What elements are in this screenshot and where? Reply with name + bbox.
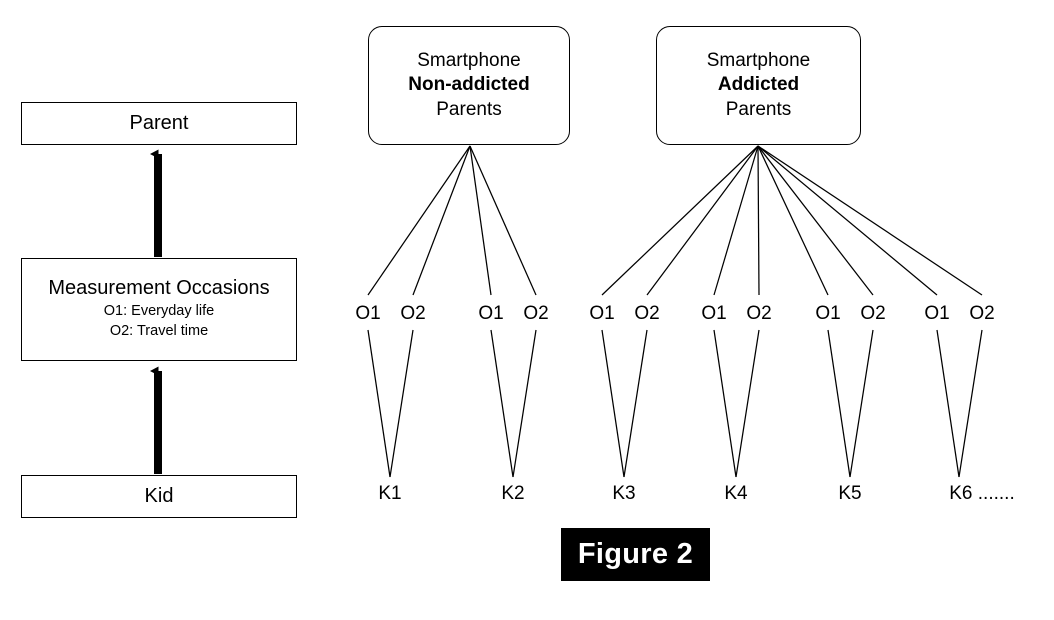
group-box-nonaddicted-parents: Smartphone Non-addicted Parents	[368, 26, 570, 145]
kid-label: K1	[378, 483, 402, 504]
occasion-label: O2	[860, 303, 886, 324]
edge-o-to-kid	[512, 329, 537, 478]
edge-o-to-kid	[849, 329, 874, 478]
edge-o-to-kid	[367, 329, 391, 478]
group-addicted-line2: Addicted	[717, 74, 800, 96]
group-nonaddicted-line1: Smartphone	[417, 50, 521, 72]
kid-label: K6 .......	[949, 483, 1015, 504]
group-addicted-line3: Parents	[725, 98, 792, 120]
occasion-label: O1	[701, 303, 727, 324]
occasion-label: O1	[815, 303, 841, 324]
legend-measurement-line1: O1: Everyday life	[103, 303, 215, 320]
edge-o-to-kid	[389, 329, 414, 478]
edge-parent-to-o	[757, 145, 760, 296]
figure-caption-text: Figure 2	[577, 538, 694, 570]
edge-o-to-kid	[713, 329, 737, 478]
occasion-label: O2	[969, 303, 995, 324]
edge-parent-to-o	[757, 145, 829, 296]
edge-o-to-kid	[958, 329, 983, 478]
legend-kid-label: Kid	[144, 485, 174, 507]
edge-parent-to-o	[646, 145, 759, 296]
kid-label: K3	[612, 483, 636, 504]
group-addicted-line1: Smartphone	[706, 50, 811, 72]
legend-parent-box: Parent	[21, 102, 297, 145]
occasion-label: O2	[400, 303, 426, 324]
edge-parent-to-o	[713, 145, 759, 296]
edge-parent-to-o	[469, 145, 492, 296]
occasion-label: O1	[478, 303, 504, 324]
occasion-label: O2	[746, 303, 772, 324]
group-nonaddicted-line3: Parents	[436, 98, 502, 120]
legend-parent-label: Parent	[129, 112, 189, 134]
legend-measurement-line2: O2: Travel time	[109, 323, 209, 339]
kid-label: K5	[838, 483, 862, 504]
edge-parent-to-o	[757, 145, 874, 296]
group-box-addicted-parents: Smartphone Addicted Parents	[656, 26, 861, 145]
legend-kid-box: Kid	[21, 475, 297, 518]
group-nonaddicted-parent-edges	[367, 145, 537, 296]
edge-o-to-kid	[601, 329, 625, 478]
figure-caption-banner: Figure 2	[561, 528, 710, 581]
occasion-label: O2	[523, 303, 549, 324]
edge-parent-to-o	[367, 145, 471, 296]
edge-parent-to-o	[469, 145, 537, 296]
edge-o-to-kid	[623, 329, 648, 478]
kid-label: K2	[501, 483, 525, 504]
occasion-label: O1	[355, 303, 381, 324]
edge-o-to-kid	[735, 329, 760, 478]
edge-parent-to-o	[601, 145, 759, 296]
group-addicted-parent-edges	[601, 145, 983, 296]
edge-parent-to-o	[412, 145, 471, 296]
occasion-label: O1	[924, 303, 950, 324]
group-nonaddicted-line2: Non-addicted	[408, 74, 530, 96]
edge-o-to-kid	[490, 329, 514, 478]
occasion-label: O2	[634, 303, 660, 324]
edge-parent-to-o	[757, 145, 938, 296]
legend-measurement-occasions-box: Measurement Occasions O1: Everyday life …	[21, 258, 297, 361]
edge-o-to-kid	[827, 329, 851, 478]
occasion-to-kid-edges	[367, 329, 983, 478]
legend-measurement-title: Measurement Occasions	[48, 277, 270, 300]
edge-o-to-kid	[936, 329, 960, 478]
kid-label: K4	[724, 483, 748, 504]
occasion-label: O1	[589, 303, 615, 324]
edge-parent-to-o	[757, 145, 983, 296]
